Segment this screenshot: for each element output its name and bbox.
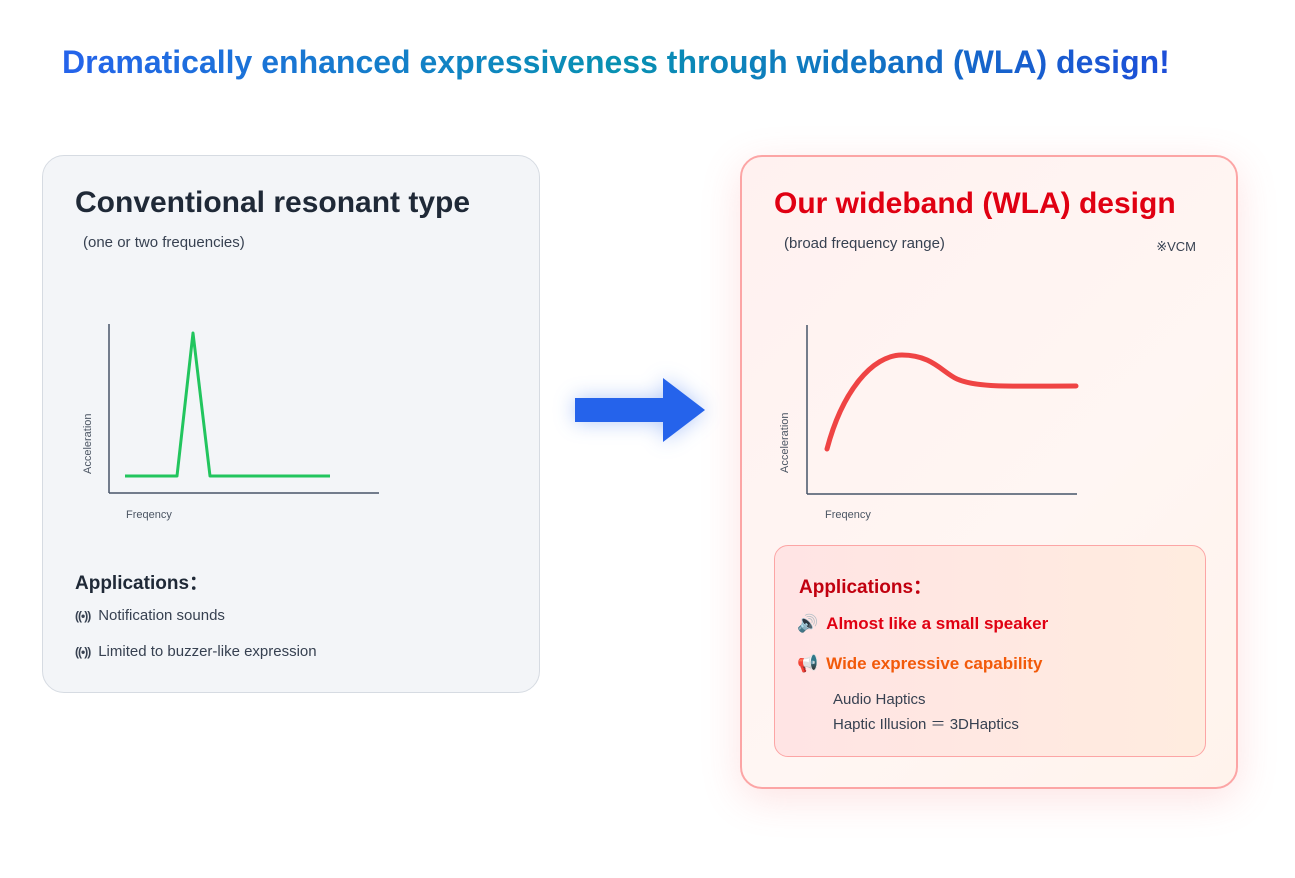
- x-axis-label: Freqency: [825, 509, 871, 521]
- y-axis-label: Acceleration: [82, 413, 94, 474]
- resonant-response-chart: Freqency Acceleration: [82, 324, 379, 521]
- detail-text: Audio Haptics: [833, 691, 926, 708]
- vibration-icon: ((•)): [75, 608, 91, 623]
- list-item: ((•))Limited to buzzer-like expression: [75, 643, 317, 660]
- applications-heading: Applications：: [799, 577, 933, 598]
- speaker-icon: 🔊: [797, 614, 819, 633]
- wideband-response-curve: [824, 352, 1079, 452]
- right-arrow-icon: [575, 378, 705, 442]
- vibration-icon: ((•)): [75, 644, 91, 659]
- card-heading: Our wideband (WLA) design: [774, 187, 1176, 220]
- list-item: 📢Wide expressive capability: [797, 654, 1043, 673]
- x-axis-label: Freqency: [126, 509, 172, 521]
- megaphone-icon: 📢: [797, 654, 819, 673]
- wideband-response-chart: Freqency Acceleration: [779, 325, 1079, 521]
- resonant-response-line: [125, 331, 330, 478]
- page-title: Dramatically enhanced expressiveness thr…: [62, 44, 1170, 80]
- conventional-card: Conventional resonant type (one or two f…: [42, 155, 540, 693]
- list-item: 🔊Almost like a small speaker: [797, 614, 1049, 633]
- card-subtitle: (one or two frequencies): [83, 234, 245, 251]
- wideband-card: Our wideband (WLA) design (broad frequen…: [740, 155, 1238, 789]
- card-subtitle: (broad frequency range): [784, 235, 945, 252]
- card-heading: Conventional resonant type: [75, 186, 471, 219]
- applications-heading: Applications：: [75, 573, 209, 594]
- y-axis-label: Acceleration: [779, 412, 791, 473]
- detail-text: Haptic Illusion ＝ 3DHaptics: [833, 716, 1019, 733]
- vcm-note: ※VCM: [1156, 239, 1196, 254]
- list-item: ((•))Notification sounds: [75, 607, 225, 624]
- applications-box: Applications： 🔊Almost like a small speak…: [774, 545, 1206, 757]
